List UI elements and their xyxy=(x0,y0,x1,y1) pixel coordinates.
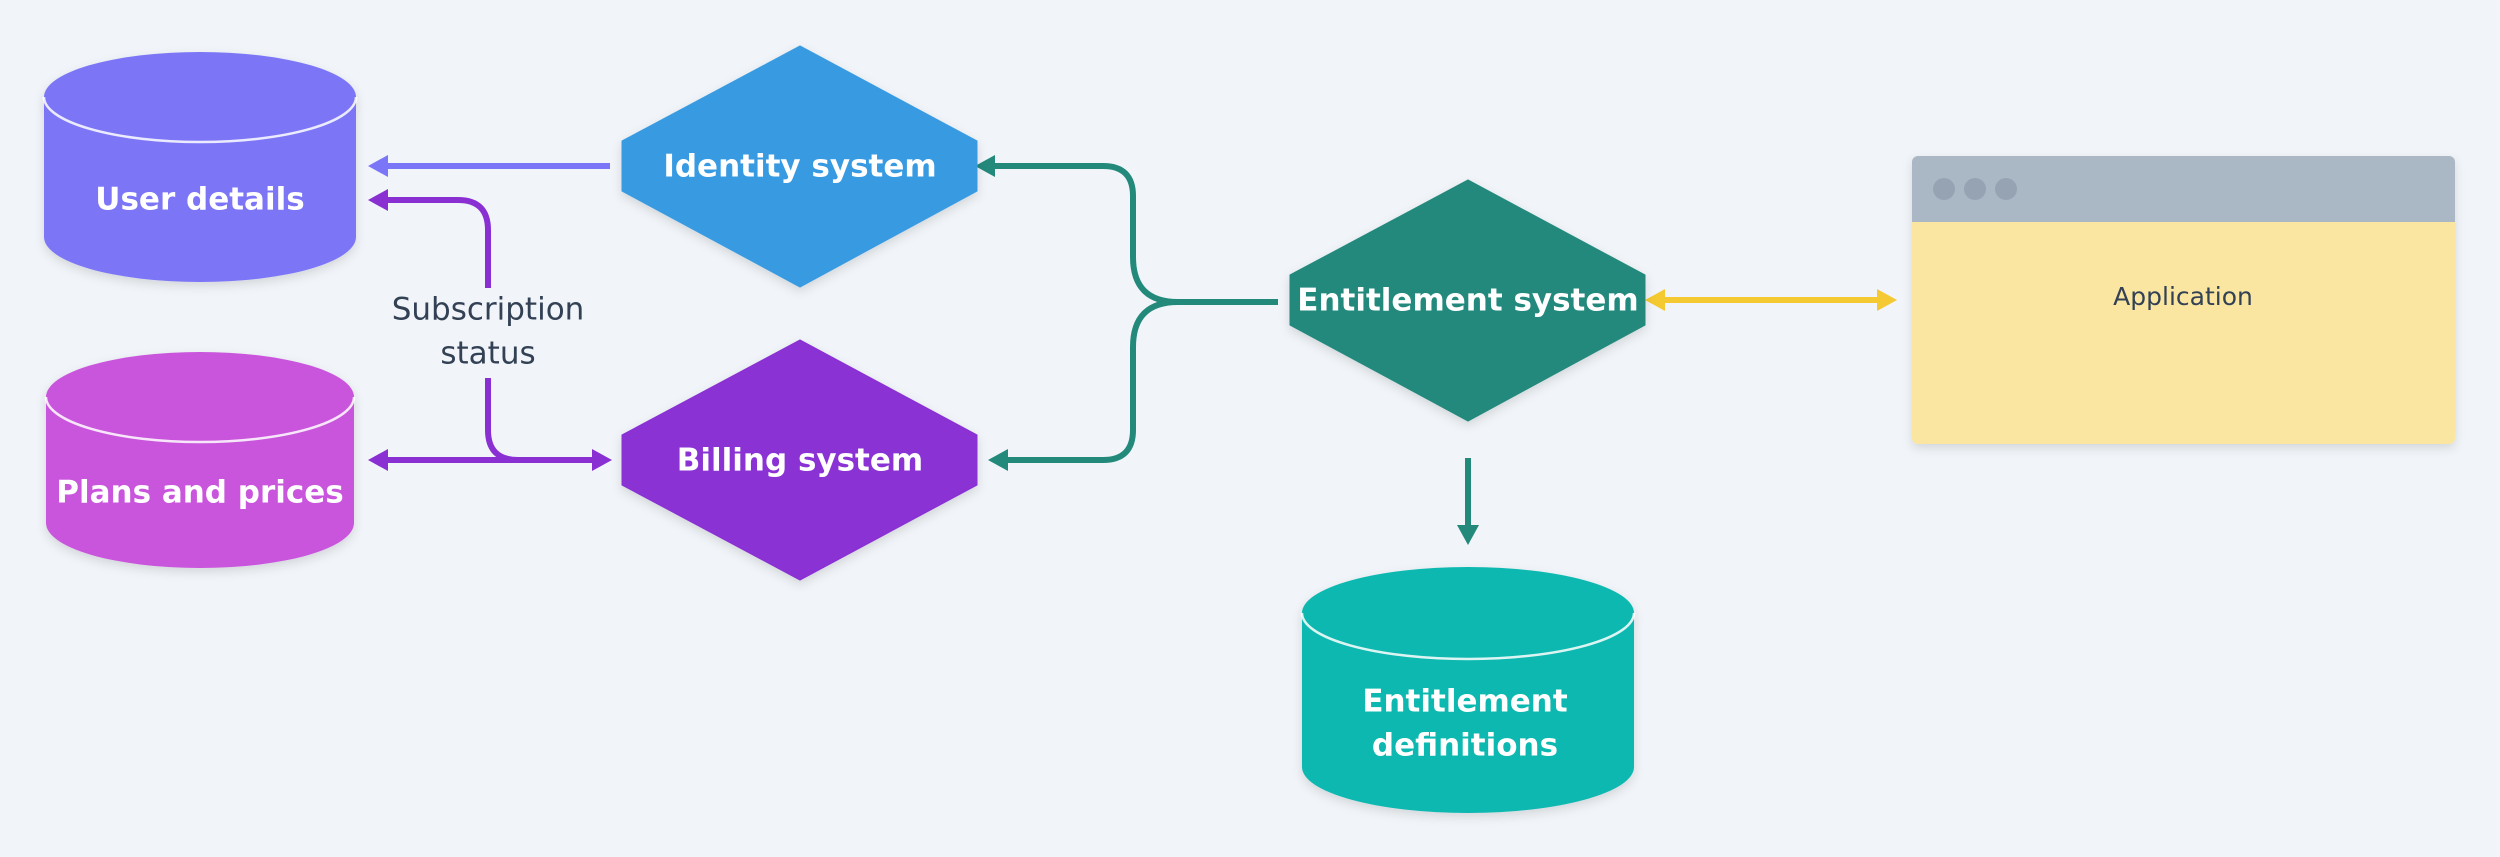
edge-identity-to-user-details xyxy=(368,155,610,177)
cylinder-entitlement-definitions[interactable] xyxy=(1300,567,1636,813)
window-dot-icon xyxy=(1964,178,1986,200)
user-details-label: User details xyxy=(95,182,304,218)
hexagon-entitlement-system[interactable] xyxy=(1289,179,1646,422)
hexagon-billing-system[interactable] xyxy=(621,339,978,581)
edge-entitlement-fork xyxy=(975,155,1278,471)
edge-entitlement-to-definitions xyxy=(1457,458,1479,545)
application-label: Application xyxy=(2113,282,2253,311)
edge-subscription-status xyxy=(368,189,612,471)
cylinder-plans-and-prices[interactable] xyxy=(44,352,356,568)
subscription-status-label-line2: status xyxy=(440,336,535,372)
cylinder-user-details[interactable] xyxy=(42,52,358,282)
entitlement-definitions-label-line1: Entitlement xyxy=(1362,684,1568,720)
identity-system-label: Identity system xyxy=(663,149,936,185)
application-window[interactable] xyxy=(1912,156,2455,444)
hexagon-identity-system[interactable] xyxy=(621,45,978,288)
window-dot-icon xyxy=(1933,178,1955,200)
window-dot-icon xyxy=(1995,178,2017,200)
plans-and-prices-label: Plans and prices xyxy=(56,475,344,511)
entitlement-system-label: Entitlement system xyxy=(1297,283,1638,319)
edge-entitlement-to-application xyxy=(1645,289,1897,311)
subscription-status-label-line1: Subscription xyxy=(392,292,585,328)
billing-system-label: Billing system xyxy=(677,443,923,479)
entitlement-definitions-label-line2: definitions xyxy=(1372,728,1558,764)
